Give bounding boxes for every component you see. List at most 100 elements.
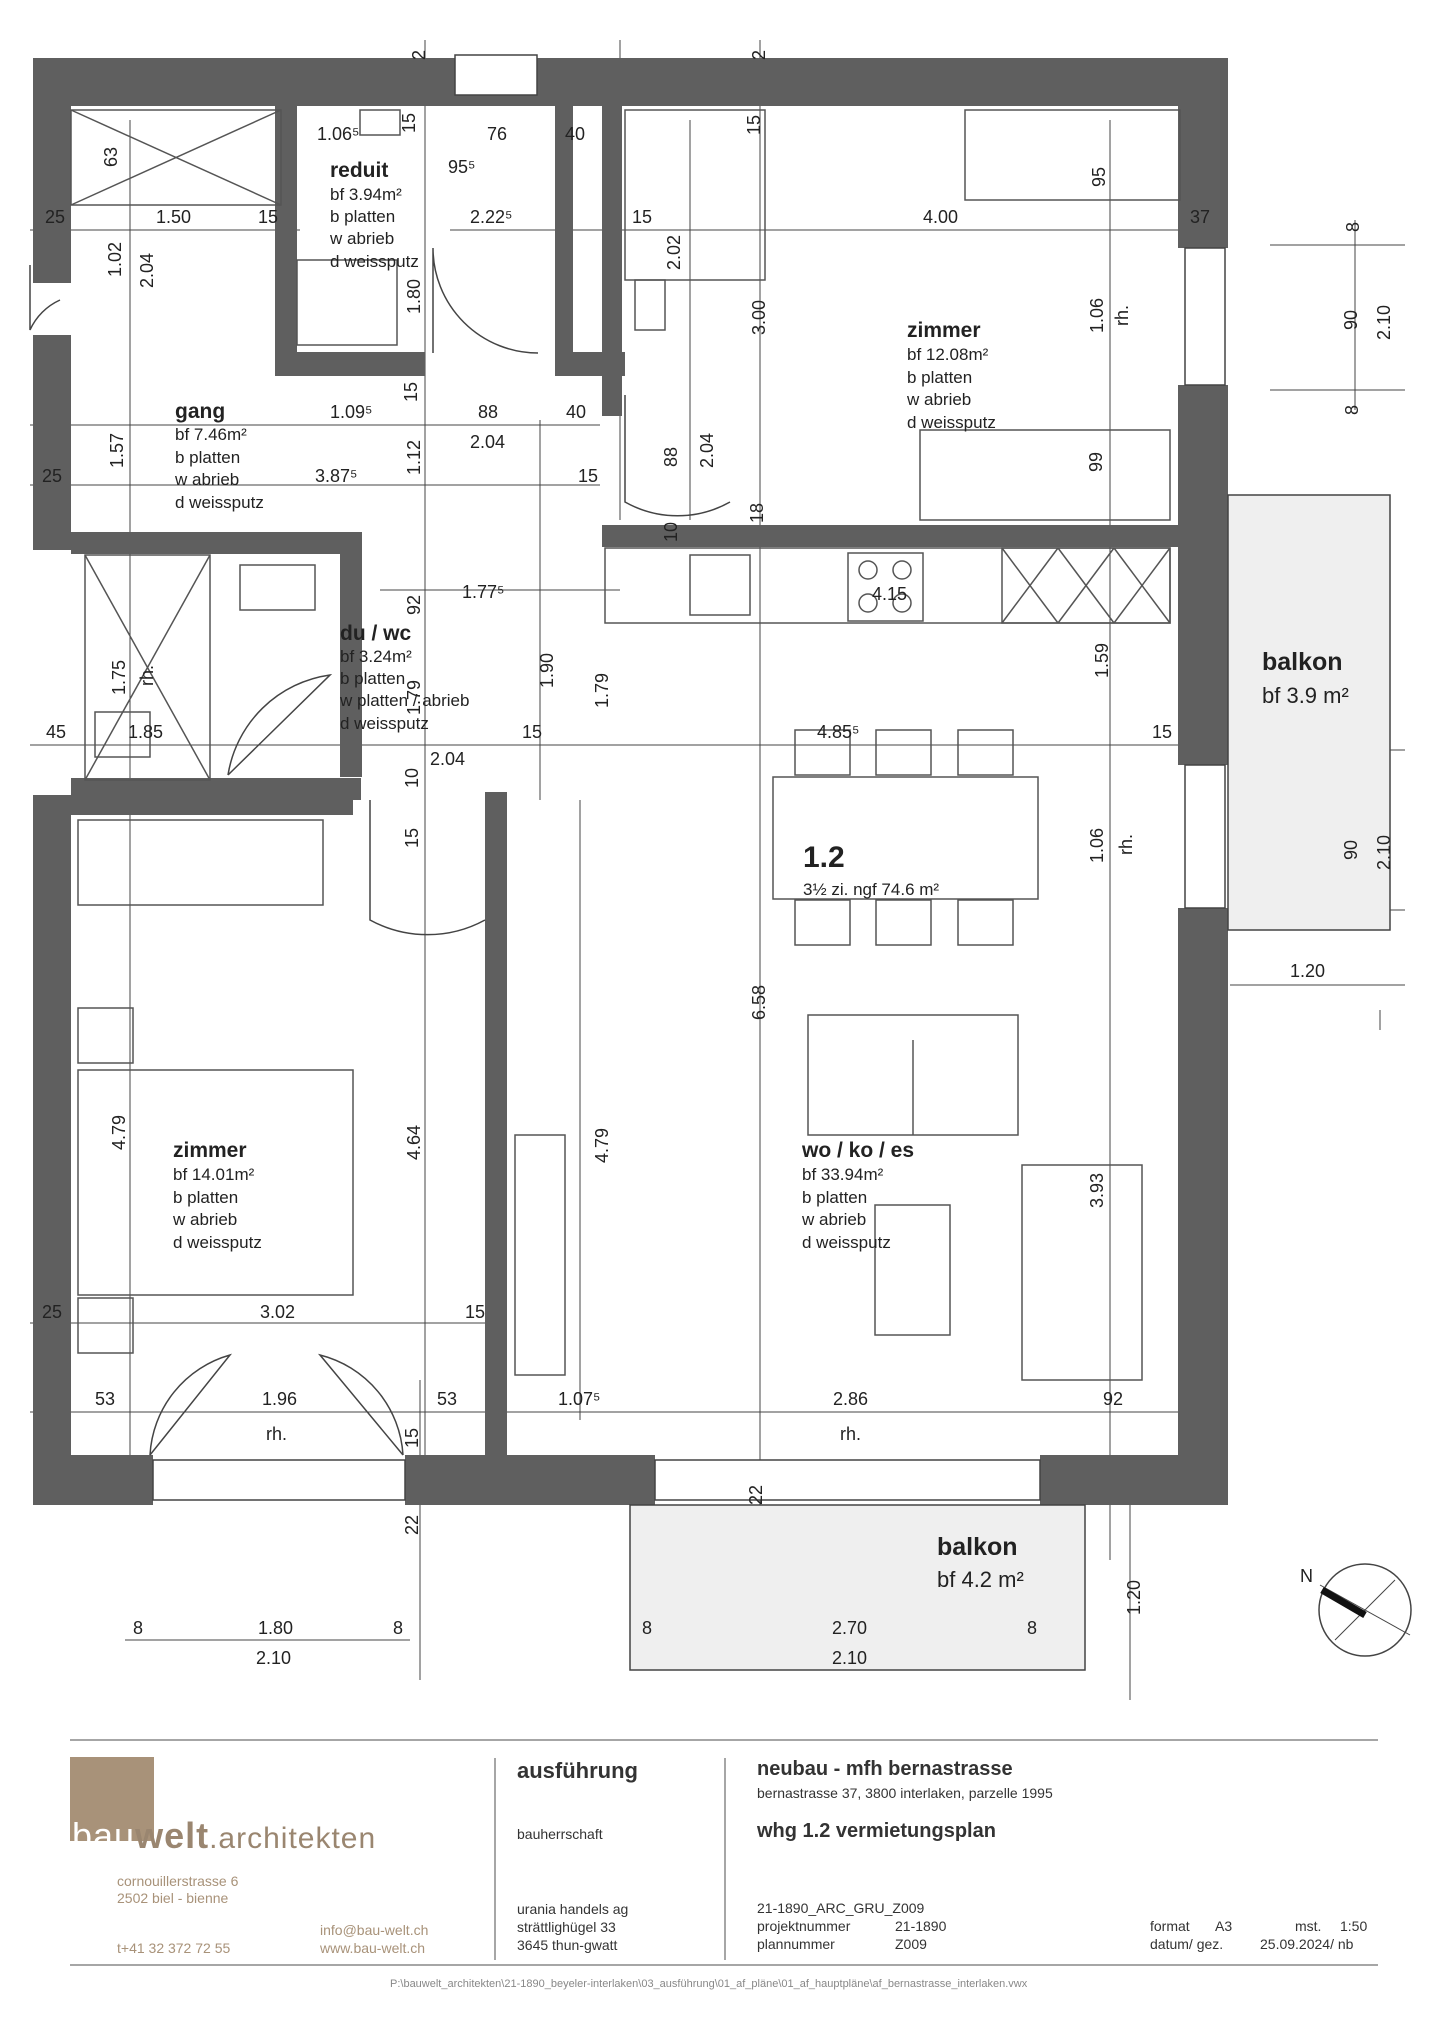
client-line-3: 3645 thun-gwatt	[517, 1937, 618, 1953]
client-line-2: strättlighügel 33	[517, 1919, 616, 1935]
dim-label: 22	[746, 1485, 766, 1505]
room-area-gang: bf 7.46m²	[175, 425, 247, 444]
dim-label: 95⁵	[448, 157, 475, 177]
room-ceiling-zimmer-bottom: d weissputz	[173, 1233, 262, 1252]
room-name-gang: gang	[175, 400, 225, 423]
room-area-woko: bf 33.94m²	[802, 1165, 884, 1184]
dim-label: 8	[1343, 222, 1363, 232]
dim-label: 18	[747, 503, 767, 523]
dim-label: 1.12	[404, 440, 424, 475]
walls	[33, 58, 1228, 1505]
dim-label: 92	[404, 595, 424, 615]
room-wall-zimmer-top: w abrieb	[906, 390, 971, 409]
dim-label: 1.96	[262, 1389, 297, 1409]
dim-label: 1.20	[1124, 1580, 1144, 1615]
north-arrow-icon: N	[1300, 1563, 1412, 1657]
dim-label: 63	[101, 147, 121, 167]
balkon-bottom-name: balkon	[937, 1533, 1018, 1561]
titleblock-lines	[70, 1739, 1378, 1966]
dim-label: rh.	[840, 1424, 861, 1444]
dim-label: 37	[1190, 207, 1210, 227]
dim-label: 15	[578, 466, 598, 486]
dim-label: 1.06⁵	[317, 124, 360, 144]
dim-label: 15	[1152, 722, 1172, 742]
dim-label: 15	[522, 722, 542, 742]
company-web: www.bau-welt.ch	[320, 1940, 426, 1956]
unit-number: 1.2	[803, 841, 845, 874]
dim-label: 3.93	[1087, 1173, 1107, 1208]
address-line-2: 2502 biel - bienne	[117, 1890, 229, 1906]
dim-label: 8	[133, 1618, 143, 1638]
room-floor-woko: b platten	[802, 1188, 867, 1207]
dim-label: 88	[478, 402, 498, 422]
logo-part-a: bau	[72, 1815, 136, 1856]
dim-label: 2.22⁵	[470, 207, 513, 227]
project-number: 21-1890	[895, 1918, 947, 1934]
dim-label: 1.50	[156, 207, 191, 227]
dim-label: 8	[642, 1618, 652, 1638]
dim-label: 2.04	[697, 433, 717, 468]
dim-label: 1.80	[258, 1618, 293, 1638]
company-logo: bauwelt.architekten	[72, 1815, 376, 1857]
dim-label: 1.59	[1092, 643, 1112, 678]
room-area-zimmer-top: bf 12.08m²	[907, 345, 989, 364]
logo-part-c: .architekten	[209, 1822, 377, 1855]
dim-label: 2.04	[137, 253, 157, 288]
logo-part-b: welt	[135, 1815, 210, 1856]
dim-label: 25	[42, 466, 62, 486]
plan-number-label: plannummer	[757, 1936, 835, 1952]
dim-label: 76	[487, 124, 507, 144]
dim-label: 15	[402, 828, 422, 848]
date-label: datum/ gez.	[1150, 1936, 1224, 1952]
dim-label: 6.58	[749, 985, 769, 1020]
dim-label: 1.75	[109, 660, 129, 695]
dimension-labels: 1.06⁵ 15 76 40 2 2 15 63 95⁵ 2.22⁵ 95 37…	[42, 50, 1394, 1668]
plan-code: 21-1890_ARC_GRU_Z009	[757, 1900, 925, 1916]
dim-label: 3.02	[260, 1302, 295, 1322]
room-floor-reduit: b platten	[330, 207, 395, 226]
room-name-zimmer-bottom: zimmer	[173, 1139, 247, 1162]
doors	[29, 247, 731, 1456]
dim-label: 8	[1027, 1618, 1037, 1638]
dim-label: 90	[1341, 840, 1361, 860]
room-wall-reduit: w abrieb	[329, 229, 394, 248]
company-address: cornouillerstrasse 6 2502 biel - bienne	[117, 1873, 238, 1907]
scale-value: 1:50	[1340, 1918, 1368, 1934]
room-wall-duwc: w platten / abrieb	[339, 691, 469, 710]
company-email: info@bau-welt.ch	[320, 1922, 429, 1938]
dim-label: 1.80	[404, 279, 424, 314]
file-path: P:\bauwelt_architekten\21-1890_beyeler-i…	[390, 1978, 1028, 1990]
dim-label: 15	[402, 1428, 422, 1448]
dim-label: 2.02	[664, 235, 684, 270]
dim-label: 4.00	[923, 207, 958, 227]
room-labels: reduit bf 3.94m² b platten w abrieb d we…	[172, 159, 1349, 1592]
dim-label: 4.15	[872, 584, 907, 604]
dim-label: 2.04	[430, 749, 465, 769]
room-ceiling-gang: d weissputz	[175, 493, 264, 512]
plan-number: Z009	[895, 1936, 927, 1952]
room-floor-zimmer-top: b platten	[907, 368, 972, 387]
room-ceiling-zimmer-top: d weissputz	[907, 413, 996, 432]
dim-label: 92	[1103, 1389, 1123, 1409]
dim-label: 2.70	[832, 1618, 867, 1638]
room-wall-zimmer-bottom: w abrieb	[172, 1210, 237, 1229]
dim-label: 45	[46, 722, 66, 742]
windows	[152, 54, 1226, 1501]
balkon-right-name: balkon	[1262, 648, 1343, 676]
dim-label: 1.02	[105, 242, 125, 277]
client-label: bauherrschaft	[517, 1826, 603, 1842]
dim-label: 1.79	[404, 680, 424, 715]
room-ceiling-reduit: d weissputz	[330, 252, 419, 271]
dim-label: rh.	[1116, 834, 1136, 855]
dim-label: 1.85	[128, 722, 163, 742]
format-label: format	[1150, 1918, 1190, 1934]
dim-label: 2.86	[833, 1389, 868, 1409]
client-line-1: urania handels ag	[517, 1901, 629, 1917]
dim-label: 99	[1086, 452, 1106, 472]
dim-label: 2.10	[832, 1648, 867, 1668]
dim-label: 3.00	[749, 300, 769, 335]
dim-label: 15	[401, 382, 421, 402]
dim-label: 2.10	[1374, 305, 1394, 340]
unit-description: 3½ zi. ngf 74.6 m²	[803, 880, 939, 899]
